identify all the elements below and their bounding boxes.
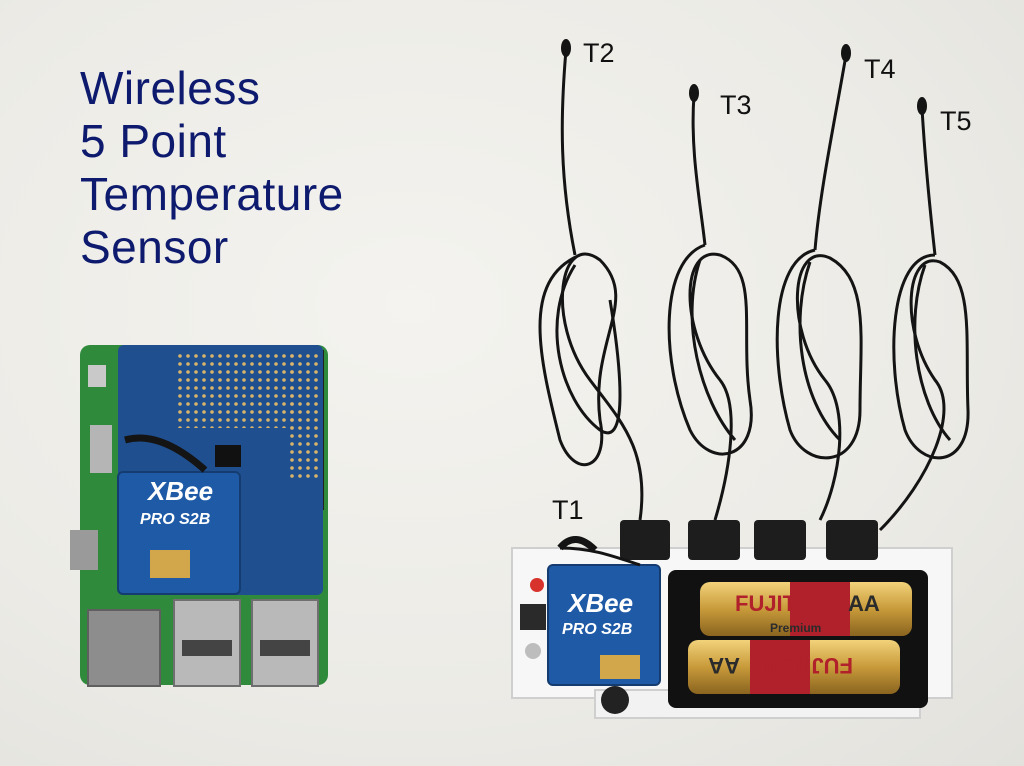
battery-aa-top: FUJITSU AA Premium — [700, 582, 912, 636]
caption-line-2: 5 Point — [80, 115, 227, 167]
sensor-label-t4: T4 — [864, 54, 896, 84]
xbee-brand-left: XBee — [146, 476, 213, 506]
sensor-label-t1: T1 — [552, 495, 584, 525]
battery-size-bottom: AA — [708, 653, 740, 678]
battery-brand-top: FUJITSU — [735, 591, 827, 616]
xbee-module-left: XBee PRO S2B — [117, 471, 241, 595]
battery-size-top: AA — [848, 591, 880, 616]
battery-brand-bottom: FUJITSU — [761, 653, 853, 678]
image-caption: Wireless 5 Point Temperature Sensor — [80, 62, 344, 274]
xbee-brand-right: XBee — [566, 588, 633, 618]
sensor-label-t3: T3 — [720, 90, 752, 120]
probe-cables — [538, 49, 970, 567]
caption-line-3: Temperature — [80, 168, 344, 220]
battery-aa-bottom: FUJITSU AA — [688, 640, 900, 694]
xbee-model-right: PRO S2B — [562, 621, 632, 638]
caption-line-1: Wireless — [80, 62, 261, 114]
xbee-model-left: PRO S2B — [140, 511, 210, 528]
battery-grade-top: Premium — [770, 621, 821, 635]
xbee-module-right: XBee PRO S2B — [547, 564, 661, 686]
probe-tips — [561, 39, 927, 115]
sensor-label-t5: T5 — [940, 106, 972, 136]
caption-line-4: Sensor — [80, 221, 229, 273]
sensor-label-t2: T2 — [583, 38, 615, 68]
